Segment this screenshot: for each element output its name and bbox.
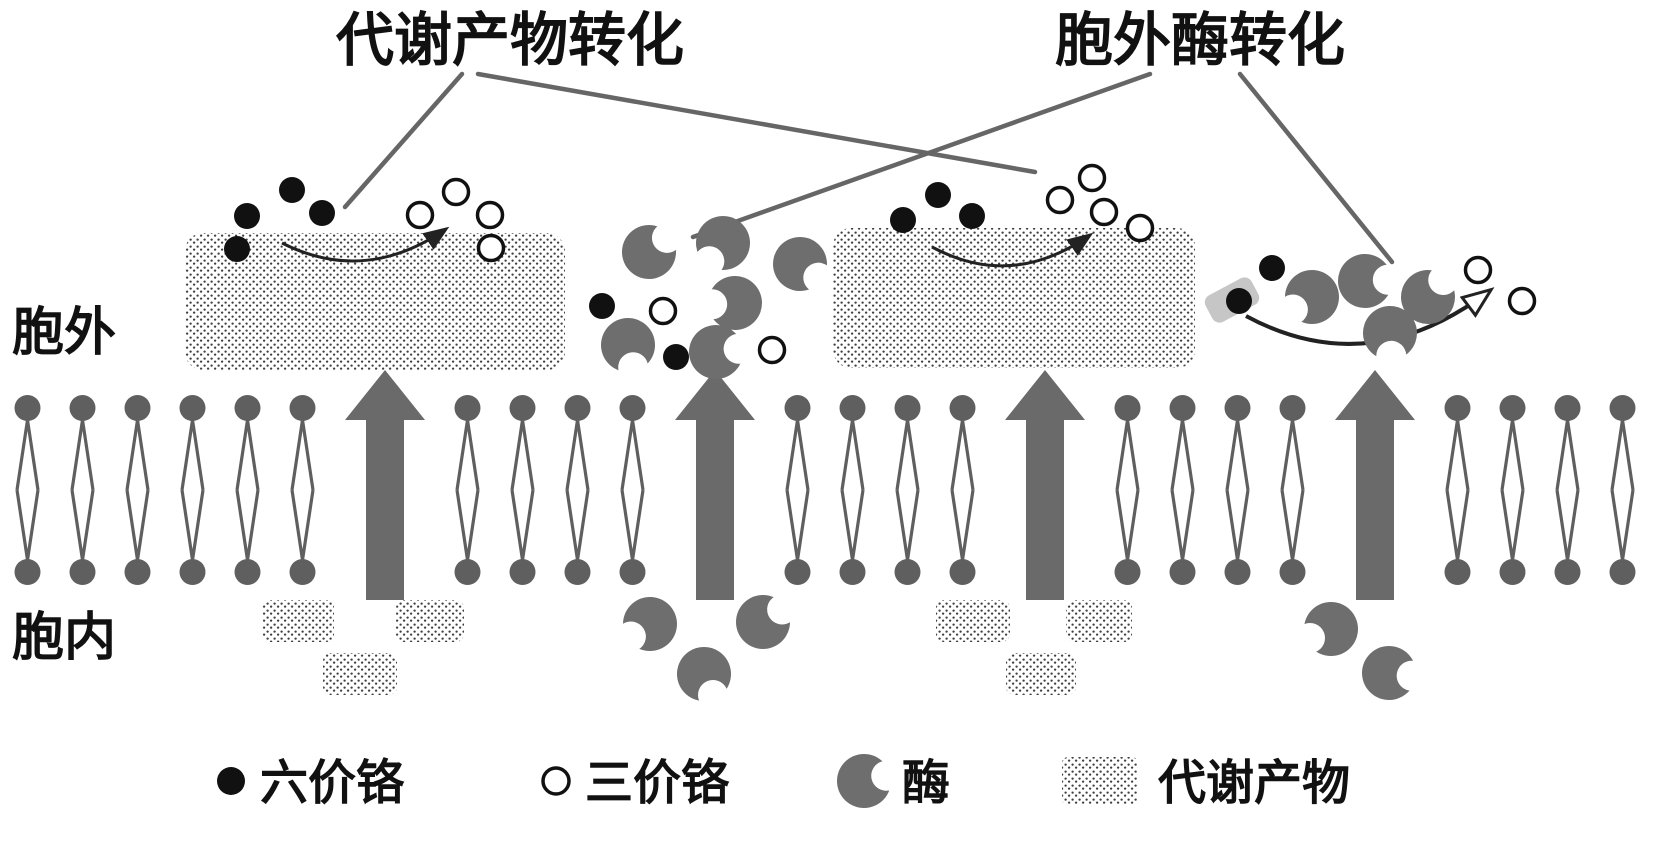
cr3-circles-right-group (1045, 163, 1155, 243)
cr6-dot (890, 207, 916, 233)
intracellular-metabolite (323, 653, 397, 695)
cr6-dots-right-group (890, 182, 985, 233)
title-extracellular-enzyme-transformation: 胞外酶转化 (1055, 8, 1345, 73)
cr3-circle (476, 233, 506, 263)
cr3-circle (1463, 255, 1493, 285)
metabolite-patch-right (833, 228, 1195, 368)
secretion-arrow-4 (1335, 370, 1415, 600)
intracellular-metabolites-right (936, 600, 1132, 695)
legend-cr6-icon (217, 767, 245, 795)
cr6-dot (224, 236, 250, 262)
cr6-dot (925, 182, 951, 208)
cr3-circle (475, 200, 505, 230)
legend-cr3-label: 三价铬 (585, 756, 730, 810)
secretion-arrow-2 (675, 370, 755, 600)
cr3-circle (1045, 185, 1075, 215)
legend-metabolite-icon (1062, 757, 1138, 805)
metabolite-patch-left (185, 233, 565, 370)
cr3-circle (1077, 163, 1107, 193)
leader-metabolite-to-right-patch (475, 71, 1038, 175)
intracellular-metabolite (396, 600, 464, 642)
cr3-circle (757, 335, 787, 365)
cr6-dot (663, 344, 689, 370)
enzyme-cluster-middle (589, 206, 842, 388)
leader-enzyme-to-right-cluster (1237, 71, 1395, 265)
title-metabolite-transformation: 代谢产物转化 (335, 8, 684, 73)
secretion-arrows (345, 370, 1415, 600)
cr3-circle (1507, 286, 1537, 316)
leader-metabolite-to-left-patch (342, 71, 465, 210)
enzyme-cluster-right (1204, 246, 1537, 377)
cr6-dot (234, 203, 260, 229)
cr6-dots-left-group (224, 177, 335, 262)
cr3-circle (648, 296, 678, 326)
legend-cr6-label: 六价铬 (260, 756, 405, 810)
secretion-arrow-3 (1005, 370, 1085, 600)
intracellular-label: 胞内 (12, 609, 116, 667)
cr6-dot (589, 293, 615, 319)
cr3-circle (405, 200, 435, 230)
cr6-dot (279, 177, 305, 203)
cr3-circle (1125, 213, 1155, 243)
cr3-circle (441, 177, 471, 207)
secretion-arrow-1 (345, 370, 425, 600)
cr6-dot (1226, 288, 1252, 314)
leader-lines (342, 71, 1395, 265)
cr6-dot (309, 200, 335, 226)
intracellular-metabolite (262, 600, 334, 642)
conversion-arrow-left-patch (281, 226, 450, 263)
titles: 代谢产物转化 胞外酶转化 (335, 8, 1345, 73)
cr6-dot (1259, 255, 1285, 281)
conversion-arrow-right-patch (931, 232, 1094, 268)
cr3-circle (1089, 197, 1119, 227)
cr6-dot (959, 203, 985, 229)
legend-metabolite-label: 代谢产物 (1157, 757, 1350, 810)
leader-enzyme-to-middle-cluster (690, 71, 1153, 240)
legend: 六价铬 三价铬 酶 代谢产物 (217, 749, 1350, 814)
intracellular-metabolite (936, 600, 1010, 642)
legend-cr3-icon (541, 766, 571, 796)
intracellular-metabolites-left (262, 600, 464, 695)
cr3-circles-left-group (405, 177, 506, 263)
extracellular-label: 胞外 (12, 304, 116, 362)
legend-enzyme-label: 酶 (902, 757, 950, 810)
intracellular-metabolite (1066, 600, 1132, 642)
intracellular-metabolite (1006, 653, 1076, 695)
